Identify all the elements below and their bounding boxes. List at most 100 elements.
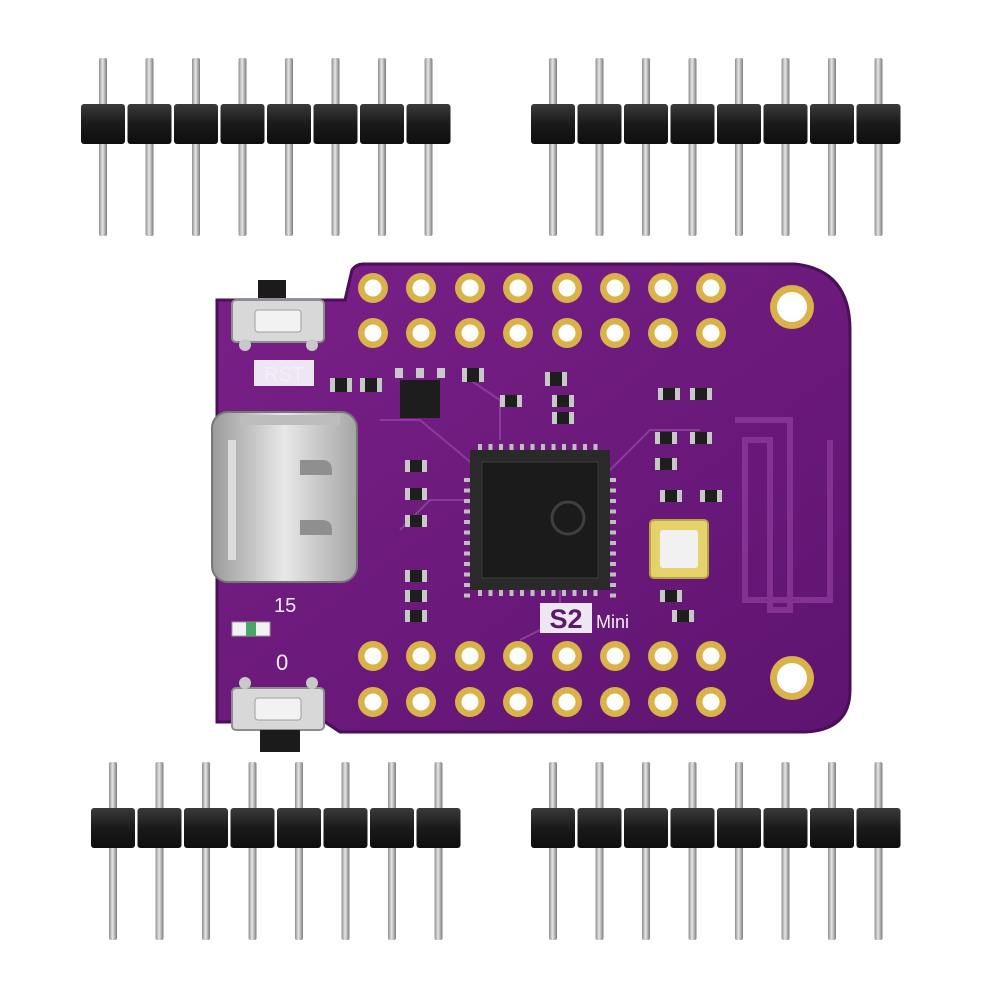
through-hole-pad <box>406 641 436 671</box>
header-pin <box>856 762 901 940</box>
smd-component <box>552 395 574 407</box>
boot-button[interactable] <box>231 677 325 752</box>
smd-component <box>360 378 382 392</box>
header-pin <box>91 762 135 940</box>
smd-component <box>405 570 427 582</box>
header-pin <box>174 58 218 236</box>
header-pin <box>323 762 368 940</box>
through-hole-pad <box>455 318 485 348</box>
smd-component <box>552 412 574 424</box>
smd-component <box>405 590 427 602</box>
header-pin <box>624 58 668 236</box>
through-hole-pad <box>648 687 678 717</box>
header-pin <box>416 762 461 940</box>
smd-component <box>405 460 427 472</box>
header-pin <box>531 58 575 236</box>
header-pin <box>127 58 172 236</box>
header-pin <box>184 762 228 940</box>
header-pin <box>406 58 451 236</box>
header-pin <box>220 58 265 236</box>
rst-label: RST <box>264 364 304 386</box>
through-hole-pad <box>455 687 485 717</box>
smd-component <box>462 368 484 382</box>
smd-component <box>672 610 694 622</box>
header-pin <box>81 58 125 236</box>
header-pin <box>763 58 808 236</box>
smd-component <box>545 372 567 386</box>
through-hole-pad <box>503 641 533 671</box>
header-pin <box>531 762 575 940</box>
through-hole-pad <box>648 273 678 303</box>
through-hole-pad <box>455 641 485 671</box>
usb-c-connector <box>211 411 358 583</box>
header-pin <box>856 58 901 236</box>
through-hole-pad <box>455 273 485 303</box>
through-hole-pad <box>358 318 388 348</box>
smd-component <box>405 488 427 500</box>
through-hole-pad <box>406 273 436 303</box>
smd-component <box>655 432 677 444</box>
smd-component <box>690 388 712 400</box>
pin-header-top-left <box>81 58 451 236</box>
through-hole-pad <box>552 318 582 348</box>
rst-button[interactable] <box>231 280 325 351</box>
header-pin <box>577 762 622 940</box>
header-pin <box>624 762 668 940</box>
smd-components <box>330 368 722 622</box>
header-pin <box>230 762 275 940</box>
model-main-label: S2 <box>549 604 582 634</box>
model-label: S2 Mini <box>540 603 629 634</box>
rst-label-box: RST <box>254 360 314 386</box>
smd-component <box>405 610 427 622</box>
smd-component <box>690 432 712 444</box>
led-label: 15 <box>274 595 296 617</box>
smd-component <box>655 458 677 470</box>
esp32-s2-chip <box>464 444 616 598</box>
mounting-hole-bottom <box>770 656 814 700</box>
voltage-regulator <box>395 368 445 418</box>
through-hole-pad <box>648 641 678 671</box>
through-hole-pad <box>503 273 533 303</box>
header-pin <box>267 58 311 236</box>
header-pin <box>810 762 854 940</box>
through-hole-pad <box>696 641 726 671</box>
through-hole-pad <box>696 318 726 348</box>
through-hole-pad <box>358 687 388 717</box>
header-pin <box>763 762 808 940</box>
pin-header-bottom-left <box>91 762 461 940</box>
smd-component <box>500 395 522 407</box>
model-sub-label: Mini <box>596 612 629 632</box>
smd-component <box>405 515 427 527</box>
through-hole-pad <box>406 687 436 717</box>
status-led <box>231 621 271 637</box>
through-hole-pad <box>696 687 726 717</box>
through-hole-pad <box>600 687 630 717</box>
through-hole-pad <box>406 318 436 348</box>
header-pin <box>137 762 182 940</box>
header-pin <box>717 58 761 236</box>
header-pin <box>360 58 404 236</box>
smd-component <box>330 378 352 392</box>
header-pin <box>313 58 358 236</box>
through-hole-pad <box>503 318 533 348</box>
through-hole-pad <box>600 273 630 303</box>
mounting-hole-top <box>770 285 814 329</box>
header-pin <box>577 58 622 236</box>
pin-header-bottom-right <box>531 762 901 940</box>
through-hole-pad <box>358 273 388 303</box>
through-hole-pad <box>600 641 630 671</box>
smd-component <box>658 388 680 400</box>
header-pin <box>717 762 761 940</box>
through-hole-pad <box>358 641 388 671</box>
through-hole-pad <box>503 687 533 717</box>
header-pin <box>670 762 715 940</box>
smd-component <box>660 490 682 502</box>
through-hole-pad <box>552 273 582 303</box>
through-hole-pad <box>600 318 630 348</box>
boot-label: 0 <box>276 650 288 675</box>
crystal-oscillator <box>649 519 709 579</box>
through-hole-pad <box>552 641 582 671</box>
antenna-trace <box>735 417 833 613</box>
through-hole-pad <box>552 687 582 717</box>
